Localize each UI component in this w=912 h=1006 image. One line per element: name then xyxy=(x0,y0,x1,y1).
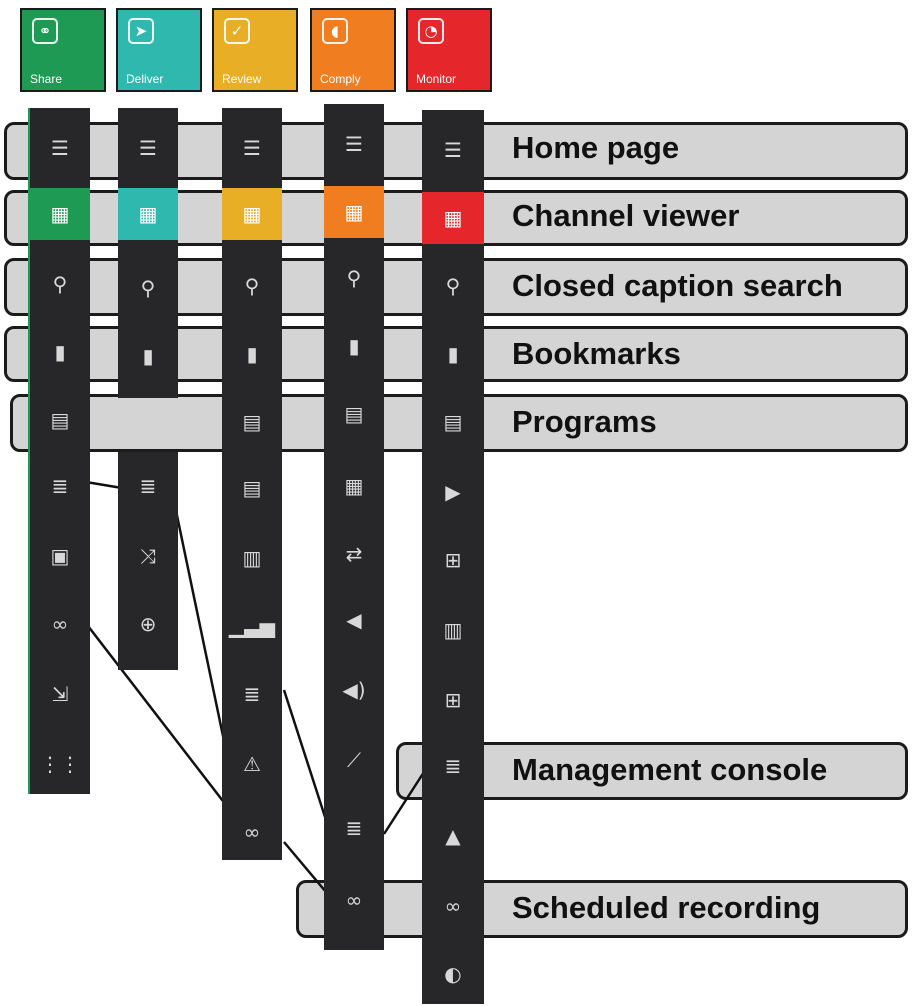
voicemail-icon[interactable]: ∞ xyxy=(51,612,69,636)
bookmark-icon[interactable]: ▮ xyxy=(447,342,459,366)
label-scheduled-recording: Scheduled recording xyxy=(512,890,821,925)
review-sidebar: ☰ ▦ ⚲ ▮ ▤ ▤ ▥ ▁▃▅ ≣ ⚠ ∞ xyxy=(222,108,282,860)
contrast-icon[interactable]: ◐ xyxy=(444,962,462,986)
list-icon[interactable]: ≣ xyxy=(51,474,69,498)
share-tile-label: Share xyxy=(30,72,63,86)
comply-tile[interactable]: ◖ Comply xyxy=(310,8,396,92)
deliver-tile-label: Deliver xyxy=(126,72,164,86)
menu-icon[interactable]: ☰ xyxy=(444,138,462,162)
voicemail-icon[interactable]: ∞ xyxy=(345,888,363,912)
review-tile[interactable]: ✓ Review xyxy=(212,8,298,92)
share-sidebar: ☰ ▦ ⚲ ▮ ▤ ≣ ▣ ∞ ⇲ ⋮⋮ xyxy=(28,108,90,794)
connector-line xyxy=(168,481,230,761)
search-icon[interactable]: ⚲ xyxy=(52,272,68,296)
bookmark-icon[interactable]: ▮ xyxy=(54,340,66,364)
export-doc-icon[interactable]: ⇲ xyxy=(51,682,69,706)
review-tile-label: Review xyxy=(222,72,262,86)
share-screen-icon[interactable]: ▣ xyxy=(50,544,70,568)
grid-icon[interactable]: ▤ xyxy=(242,410,262,434)
monitor-tile[interactable]: ◔ Monitor xyxy=(406,8,492,92)
list-icon[interactable]: ≣ xyxy=(345,816,363,840)
search-icon[interactable]: ⚲ xyxy=(140,276,156,300)
menu-icon[interactable]: ☰ xyxy=(51,136,69,160)
deliver-sidebar: ☰ ▦ ⚲ ▮ xyxy=(118,108,178,398)
repeat-icon[interactable]: ⇄ xyxy=(345,542,363,566)
alert-icon[interactable]: ⚠ xyxy=(243,752,261,776)
deliver-tile[interactable]: ➤ Deliver xyxy=(116,8,202,92)
menu-icon[interactable]: ☰ xyxy=(345,132,363,156)
grid-icon[interactable]: ▤ xyxy=(443,410,463,434)
tile-view-icon[interactable]: ⊞ xyxy=(444,548,462,572)
label-channel-viewer: Channel viewer xyxy=(512,198,740,233)
monitor-sidebar: ☰ ▦ ⚲ ▮ ▤ ▶ ⊞ ▥ ⊞ ≣ ▲ ∞ ◐ xyxy=(422,110,484,1004)
connector-line xyxy=(87,625,237,819)
web-video-icon[interactable]: ⊕ xyxy=(139,612,157,636)
table-icon[interactable]: ▥ xyxy=(242,546,262,570)
label-programs: Programs xyxy=(512,404,657,439)
search-icon[interactable]: ⚲ xyxy=(346,266,362,290)
connector-line xyxy=(282,689,328,821)
calendar-icon[interactable]: ▦ xyxy=(344,474,364,498)
menu-icon[interactable]: ☰ xyxy=(139,136,157,160)
dots-grid-icon[interactable]: ⋮⋮ xyxy=(40,752,80,776)
gauge-icon: ◔ xyxy=(418,18,444,44)
list-icon[interactable]: ≣ xyxy=(243,682,261,706)
label-closed-caption-search: Closed caption search xyxy=(512,268,843,303)
label-management-console: Management console xyxy=(512,752,828,787)
list-icon[interactable]: ≣ xyxy=(139,474,157,498)
label-home-page: Home page xyxy=(512,130,680,165)
film-icon[interactable]: ▦ xyxy=(30,188,90,240)
volume-icon[interactable]: ◀) xyxy=(342,678,366,702)
film-icon[interactable]: ▦ xyxy=(422,192,484,244)
gradient-icon[interactable]: ▥ xyxy=(443,618,463,642)
play-doc-icon[interactable]: ▶ xyxy=(445,480,461,504)
line-chart-icon[interactable]: ⟋ xyxy=(347,748,361,772)
list-icon[interactable]: ≣ xyxy=(444,754,462,778)
signal-bars-icon[interactable]: ▁▃▅ xyxy=(228,614,276,638)
split-arrow-icon[interactable]: ⤨ xyxy=(140,544,156,568)
share-tile[interactable]: ⚭ Share xyxy=(20,8,106,92)
bookmark-icon[interactable]: ▮ xyxy=(348,334,360,358)
menu-icon[interactable]: ☰ xyxy=(243,136,261,160)
voicemail-icon[interactable]: ∞ xyxy=(444,894,462,918)
comply-tile-label: Comply xyxy=(320,72,361,86)
callout-scheduled-recording xyxy=(296,880,908,938)
quad-grid-icon[interactable]: ⊞ xyxy=(444,688,462,712)
voicemail-icon[interactable]: ∞ xyxy=(243,820,261,844)
grid-icon[interactable]: ▤ xyxy=(344,402,364,426)
label-bookmarks: Bookmarks xyxy=(512,336,681,371)
share-icon: ⚭ xyxy=(32,18,58,44)
comply-sidebar: ☰ ▦ ⚲ ▮ ▤ ▦ ⇄ ◀ ◀) ⟋ ≣ ∞ xyxy=(324,104,384,950)
film-icon[interactable]: ▦ xyxy=(222,188,282,240)
deliver-sidebar-lower: ≣ ⤨ ⊕ xyxy=(118,452,178,670)
search-icon[interactable]: ⚲ xyxy=(244,274,260,298)
search-icon[interactable]: ⚲ xyxy=(445,274,461,298)
grid-icon[interactable]: ▤ xyxy=(50,408,70,432)
film-icon[interactable]: ▦ xyxy=(118,188,178,240)
send-icon: ➤ xyxy=(128,18,154,44)
bookmark-icon[interactable]: ▮ xyxy=(142,344,154,368)
bookmark-icon[interactable]: ▮ xyxy=(246,342,258,366)
connector-line xyxy=(283,841,327,893)
bell-icon[interactable]: ▲ xyxy=(445,824,461,848)
connector-line xyxy=(382,771,426,835)
megaphone-icon[interactable]: ◀ xyxy=(346,608,362,632)
monitor-tile-label: Monitor xyxy=(416,72,457,86)
notes-icon[interactable]: ▤ xyxy=(242,476,262,500)
speaker-icon: ◖ xyxy=(322,18,348,44)
film-icon[interactable]: ▦ xyxy=(324,186,384,238)
checkmark-icon: ✓ xyxy=(224,18,250,44)
connector-line xyxy=(85,480,123,490)
